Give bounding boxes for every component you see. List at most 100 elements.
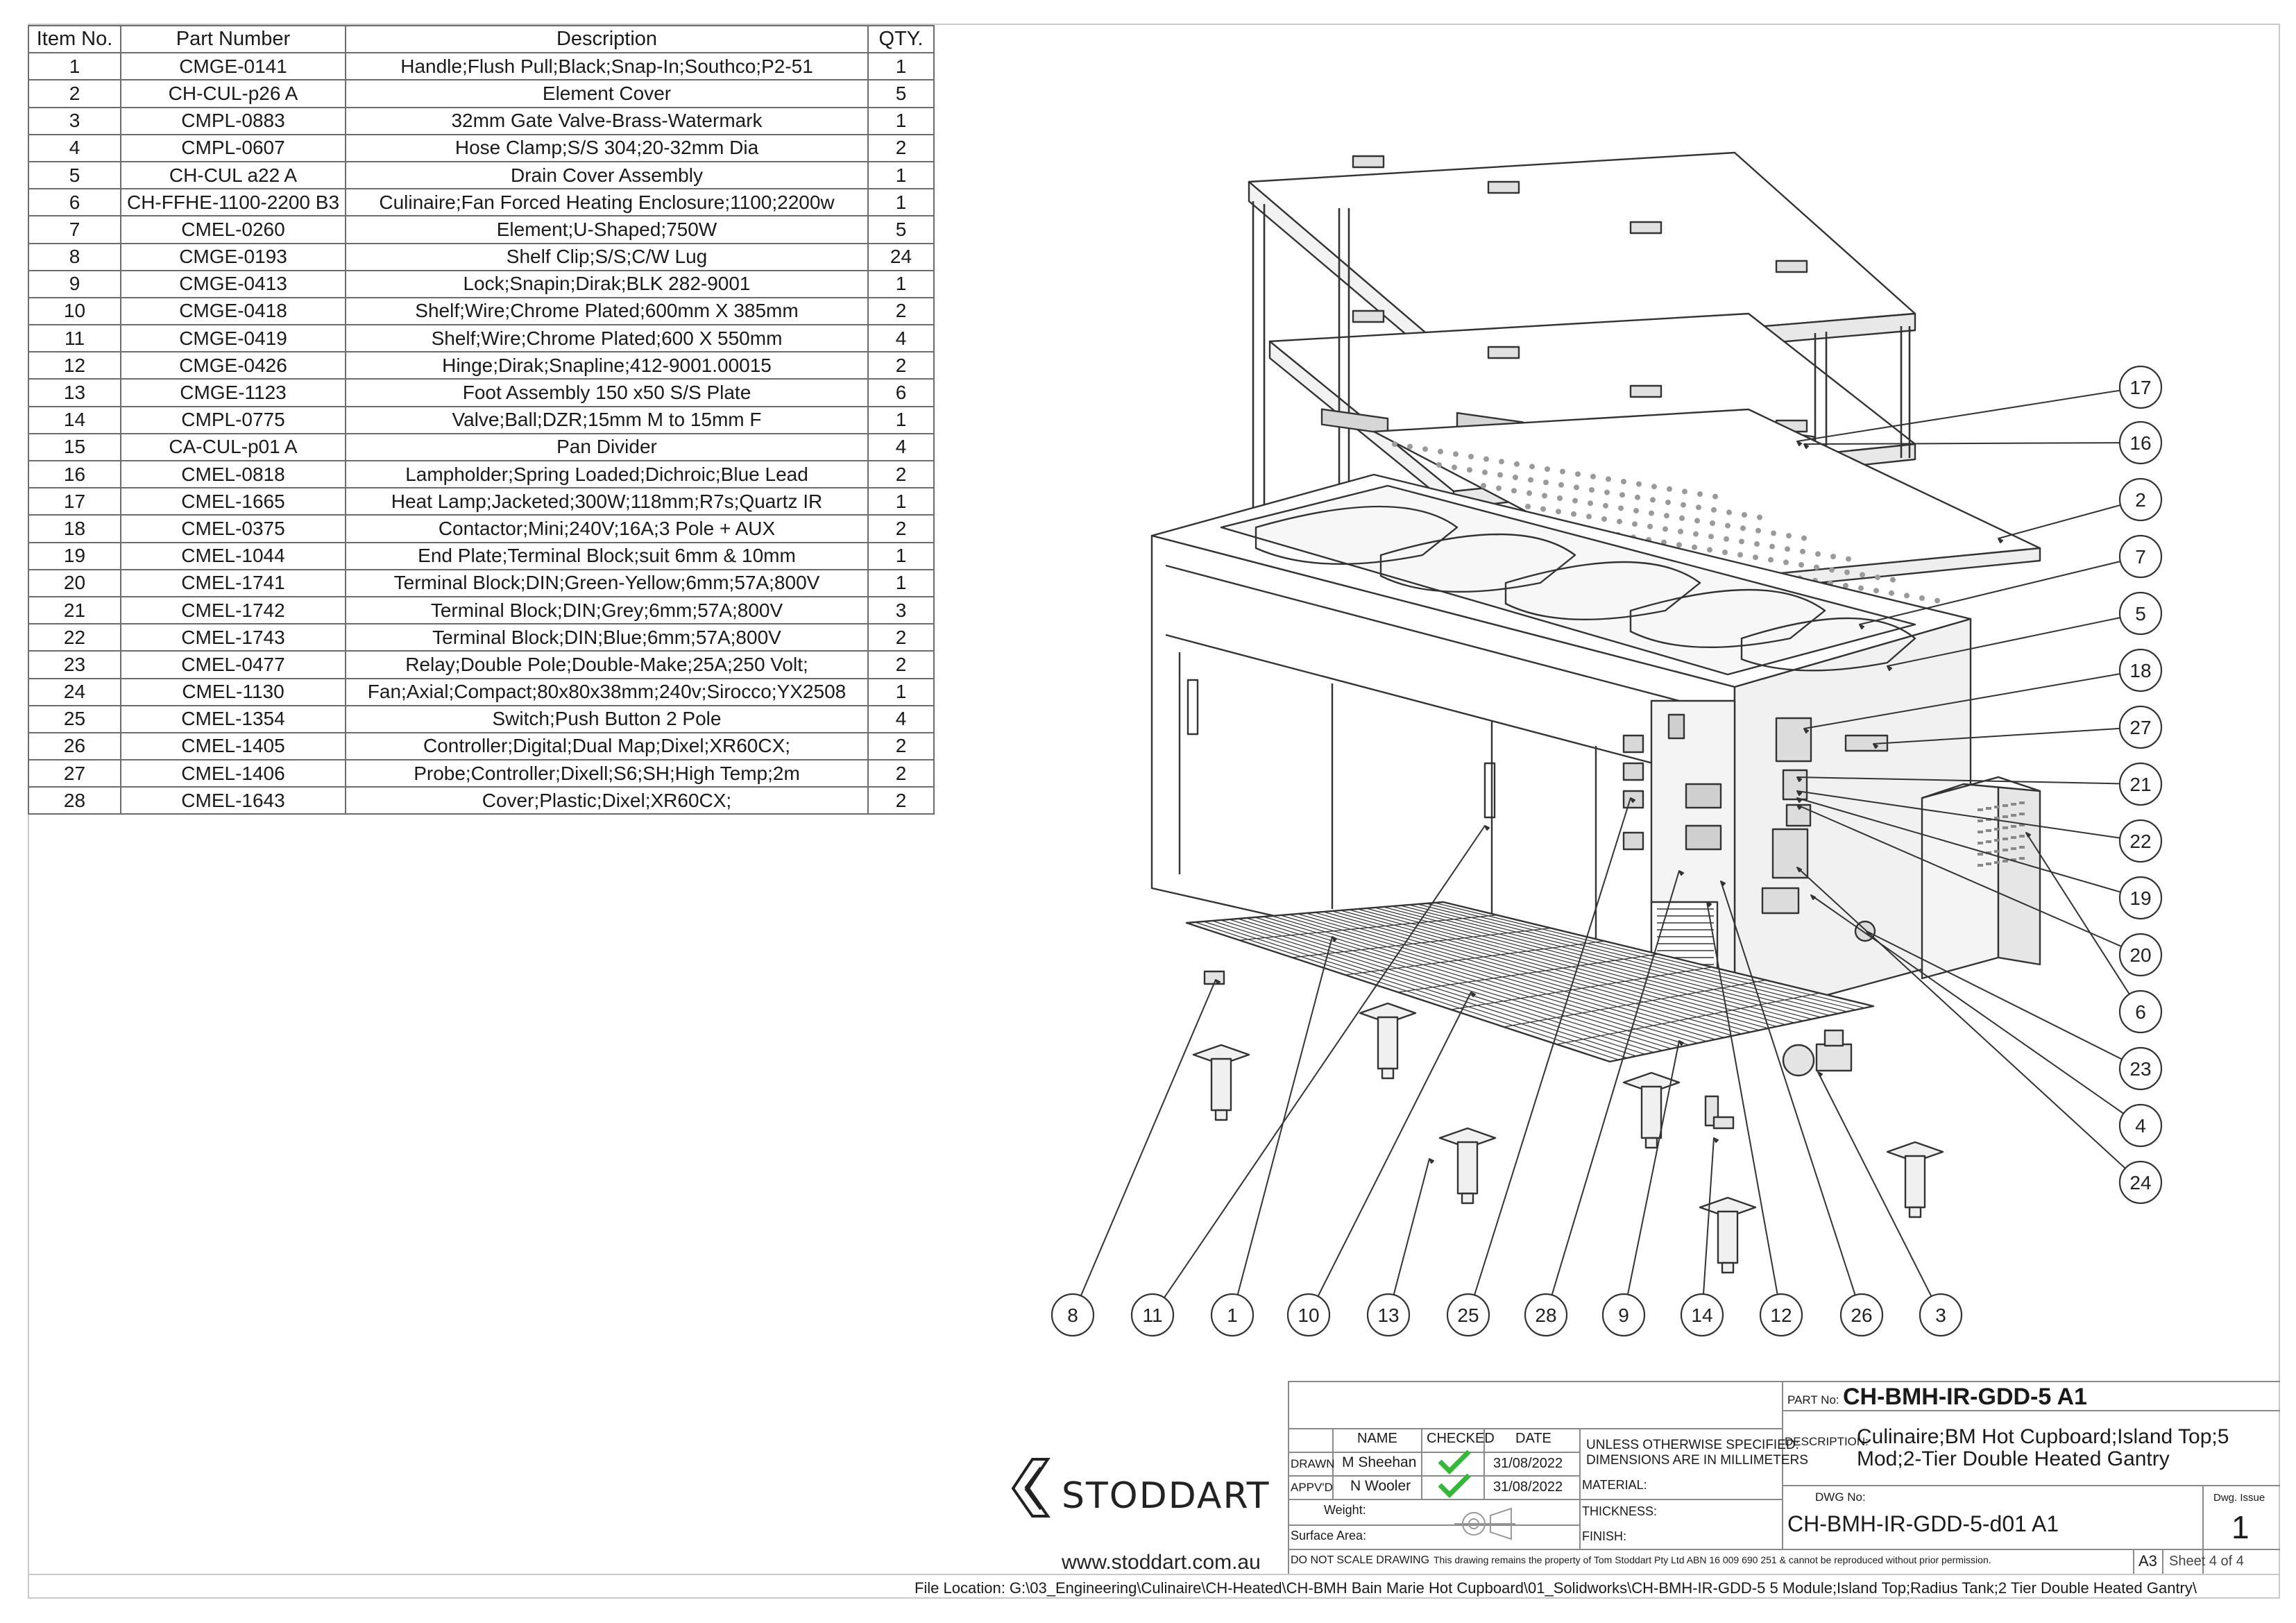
balloon-number: 14 [1691,1305,1712,1326]
item-balloon: 12 [1759,1293,1803,1337]
bom-qty: 1 [867,188,935,217]
item-balloon: 5 [2118,591,2163,636]
balloon-number: 8 [1067,1305,1078,1326]
bom-item-no: 22 [28,623,121,652]
bom-part-number: CMEL-1406 [120,759,346,788]
appvd-label: APPV'D [1291,1481,1333,1494]
bom-header-part-number: Part Number [120,24,346,54]
drawn-label: DRAWN [1291,1457,1335,1470]
sheet-number: Sheet 4 of 4 [2169,1554,2244,1569]
item-balloon: 28 [1524,1293,1568,1337]
description-line-2: Mod;2-Tier Double Heated Gantry [1857,1447,2170,1470]
bom-description: Foot Assembly 150 x50 S/S Plate [345,378,869,407]
tolerance-line-1: UNLESS OTHERWISE SPECIFIED: [1586,1438,1799,1452]
balloon-number: 20 [2129,944,2151,966]
bom-item-no: 5 [28,160,121,190]
description-label: DESCRIPTION: [1785,1435,1869,1448]
bom-part-number: CH-FFHE-1100-2200 B3 [120,188,346,217]
bom-qty: 2 [867,786,935,815]
bom-item-no: 19 [28,541,121,570]
fan-heating-enclosure [1921,776,2041,980]
bom-qty: 2 [867,731,935,761]
bom-item-no: 11 [28,324,121,353]
col-name-header: NAME [1357,1431,1397,1446]
foot-assembly [1359,1002,1417,1080]
bom-header-description: Description [345,24,869,54]
bom-qty: 24 [867,242,935,271]
bom-description: Drain Cover Assembly [345,160,869,190]
bom-part-number: CMEL-1130 [120,677,346,706]
bom-description: Probe;Controller;Dixell;S6;SH;High Temp;… [345,759,869,788]
item-balloon: 23 [2118,1046,2163,1091]
balloon-number: 6 [2135,1001,2146,1023]
balloon-number: 11 [1142,1305,1162,1326]
bom-item-no: 28 [28,786,121,815]
bom-qty: 2 [867,623,935,652]
bom-description: End Plate;Terminal Block;suit 6mm & 10mm [345,541,869,570]
balloon-number: 10 [1298,1305,1319,1326]
main-cabinet [1150,473,1972,1021]
dwg-no-label: DWG No: [1815,1490,1866,1504]
item-balloon: 1 [1210,1293,1255,1337]
bom-item-no: 12 [28,351,121,380]
bom-item-no: 23 [28,650,121,679]
bom-item-no: 10 [28,296,121,326]
bom-part-number: CMEL-1741 [120,568,346,597]
balloon-number: 28 [1535,1305,1556,1326]
bom-part-number: CA-CUL-p01 A [120,432,346,462]
weight-label: Weight: [1324,1503,1366,1517]
bom-header-row: Item No. Part Number Description QTY. [28,24,935,54]
bom-item-no: 15 [28,432,121,462]
company-website: www.stoddart.com.au [1062,1551,1261,1574]
bom-part-number: CMEL-1743 [120,623,346,652]
company-name: STODDART [1062,1475,1270,1517]
bom-part-number: CMPL-0883 [120,106,346,135]
item-balloon: 6 [2118,989,2163,1034]
bom-part-number: CMEL-0477 [120,650,346,679]
item-balloon: 10 [1286,1293,1331,1337]
foot-assemblies [1192,1002,1944,1274]
bain-marie-tanks [1255,505,1916,672]
bom-description: Handle;Flush Pull;Black;Snap-In;Southco;… [345,52,869,81]
bom-qty: 2 [867,759,935,788]
foot-assembly [1886,1141,1944,1218]
bom-item-no: 4 [28,133,121,162]
file-location: File Location: G:\03_Engineering\Culinai… [28,1574,2280,1599]
item-balloon: 8 [1051,1293,1095,1337]
bom-header-qty: QTY. [867,24,935,54]
item-balloon: 2 [2118,477,2163,522]
bom-description: Valve;Ball;DZR;15mm M to 15mm F [345,405,869,434]
item-balloon: 14 [1680,1293,1724,1337]
bom-qty: 1 [867,106,935,135]
item-balloon: 22 [2118,819,2163,863]
dwg-issue-value: 1 [2231,1509,2250,1545]
bom-description: Controller;Digital;Dual Map;Dixel;XR60CX… [345,731,869,761]
drawn-name: M Sheehan [1342,1454,1417,1470]
bom-description: Heat Lamp;Jacketed;300W;118mm;R7s;Quartz… [345,487,869,516]
balloon-number: 2 [2135,489,2146,511]
gate-valve [1782,1029,1853,1077]
bom-qty: 1 [867,269,935,298]
bom-part-number: CMEL-1405 [120,731,346,761]
item-balloon: 7 [2118,534,2163,579]
bom-item-no: 7 [28,215,121,244]
ball-valve [1704,1095,1735,1130]
balloon-number: 24 [2129,1172,2151,1193]
bom-part-number: CMEL-0375 [120,514,346,543]
item-balloon: 18 [2118,648,2163,692]
bom-description: Element;U-Shaped;750W [345,215,869,244]
